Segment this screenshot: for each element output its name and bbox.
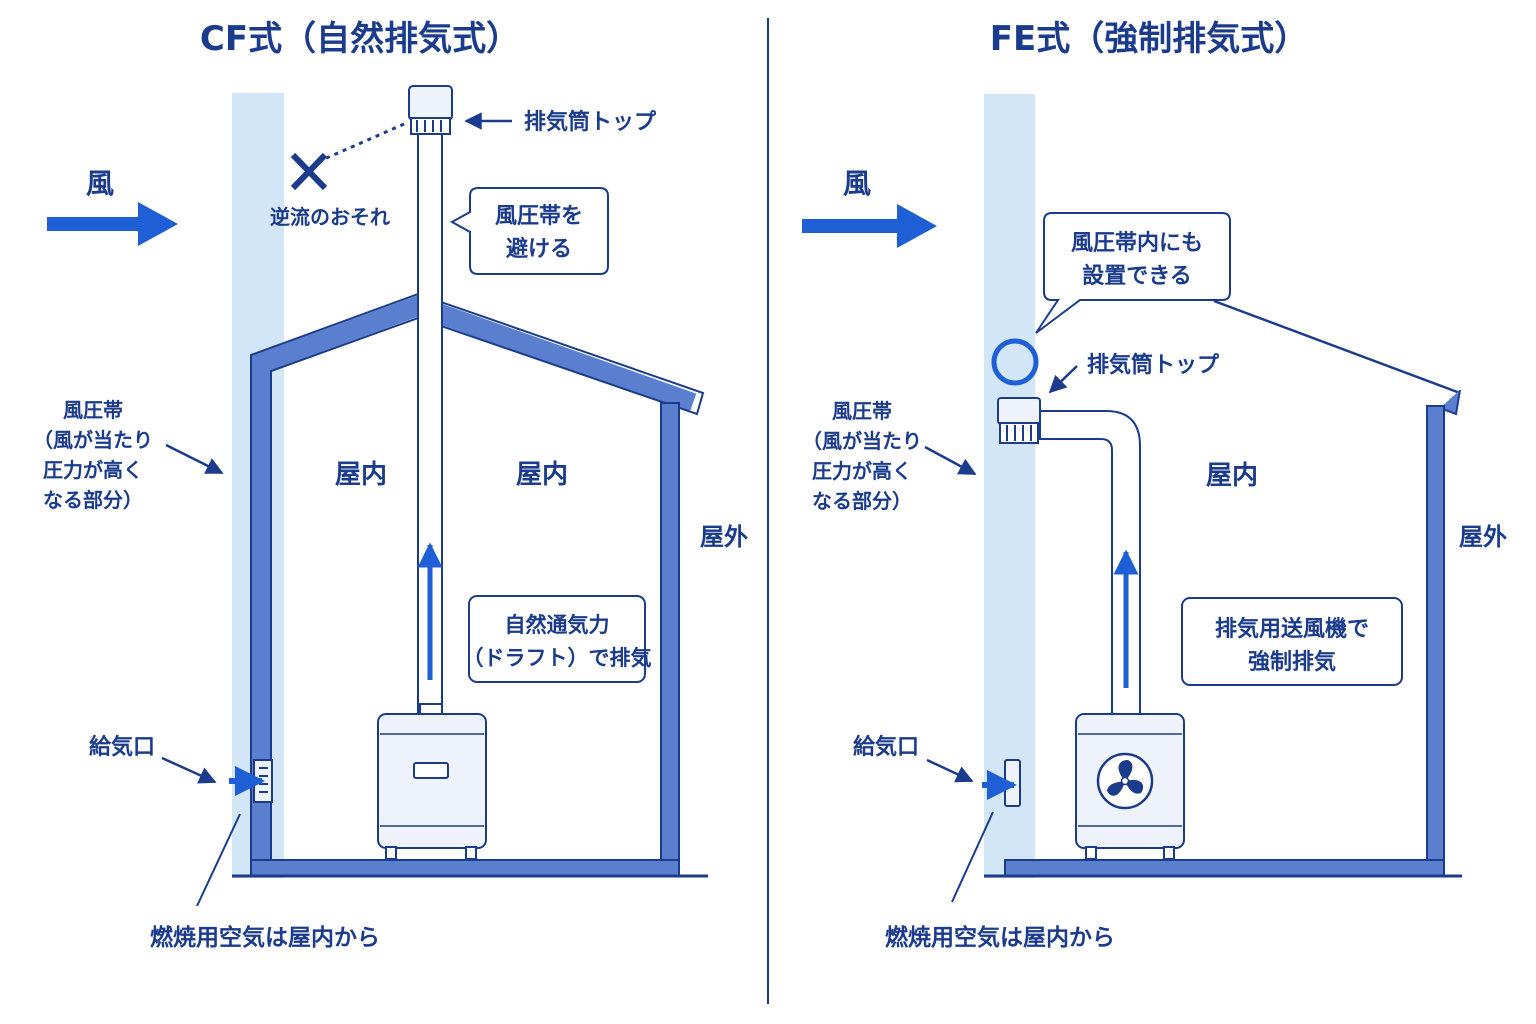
svg-text:風圧帯内にも: 風圧帯内にも	[1071, 230, 1203, 256]
cf-indoor-right-label: 屋内	[516, 460, 568, 490]
svg-text:風圧帯: 風圧帯	[63, 398, 123, 422]
cf-appliance-window	[413, 762, 449, 779]
fe-indoor-label: 屋内	[1206, 461, 1258, 491]
fe-combustion-air-label: 燃焼用空気は屋内から	[885, 924, 1115, 951]
cf-draft-box: 自然通気力 （ドラフト）で排気	[463, 595, 652, 683]
cf-bubble: 風圧帯を 避ける	[449, 187, 609, 275]
fe-combustion-air-pointer	[951, 811, 994, 903]
fe-roof-line	[1213, 299, 1461, 395]
fe-wind-arrow	[802, 204, 937, 248]
fe-fan-box: 排気用送風機で 強制排気	[1181, 597, 1403, 686]
cf-panel: CF式（自然排気式） 風 排気筒トップ	[33, 19, 748, 951]
svg-text:風圧帯を: 風圧帯を	[495, 203, 583, 229]
fe-wind-zone-note: 風圧帯 （風が当たり 圧力が高く なる部分）	[802, 399, 922, 513]
cf-backflow-x-icon	[290, 152, 328, 191]
cf-house-wall-outline	[250, 292, 705, 860]
svg-text:自然通気力: 自然通気力	[505, 613, 610, 637]
svg-text:（風が当たり: （風が当たり	[802, 429, 922, 453]
fe-exhaust-top-cap	[997, 397, 1041, 444]
fe-exhaust-top-label: 排気筒トップ	[1087, 352, 1220, 378]
svg-text:なる部分）: なる部分）	[43, 488, 143, 512]
svg-text:避ける: 避ける	[506, 236, 572, 262]
svg-text:圧力が高く: 圧力が高く	[43, 458, 143, 482]
cf-house-wall	[251, 295, 697, 860]
cf-exhaust-top-label: 排気筒トップ	[524, 109, 657, 135]
svg-text:（ドラフト）で排気: （ドラフト）で排気	[463, 646, 652, 670]
cf-wind-arrow	[47, 202, 178, 246]
cf-combustion-air-label: 燃焼用空気は屋内から	[150, 924, 380, 951]
fe-floor	[1004, 859, 1445, 877]
fe-air-inlet-label: 給気口	[853, 734, 919, 760]
fe-title: FE式（強制排気式）	[990, 19, 1308, 59]
cf-air-inlet-label: 給気口	[89, 734, 155, 760]
fe-right-wall	[1426, 405, 1445, 867]
svg-text:圧力が高く: 圧力が高く	[812, 459, 912, 483]
svg-text:風圧帯: 風圧帯	[832, 399, 892, 423]
fe-wind-zone	[984, 94, 1035, 878]
fe-exhaust-top-pointer	[1048, 365, 1078, 394]
fe-ok-circle-icon	[991, 338, 1039, 386]
cf-wind-zone-note: 風圧帯 （風が当たり 圧力が高く なる部分）	[33, 398, 153, 512]
cf-wind-zone-pointer	[165, 443, 224, 475]
fe-air-inlet-pointer	[926, 758, 974, 783]
fe-panel: FE式（強制排気式） 風 風圧帯内にも 設置できる 排気筒トップ	[802, 19, 1507, 951]
fan-icon	[1096, 752, 1154, 810]
cf-floor	[250, 859, 680, 877]
fe-wind-zone-pointer	[924, 445, 977, 476]
cf-title: CF式（自然排気式）	[200, 19, 520, 59]
svg-text:設置できる: 設置できる	[1082, 263, 1192, 289]
cf-outdoor-label: 屋外	[700, 523, 748, 551]
svg-text:なる部分）: なる部分）	[812, 489, 912, 513]
svg-text:（風が当たり: （風が当たり	[33, 428, 153, 452]
cf-indoor-left-label: 屋内	[335, 460, 387, 490]
cf-backflow-label: 逆流のおそれ	[270, 205, 390, 229]
cf-appliance	[377, 703, 487, 860]
cf-air-inlet-pointer	[161, 756, 217, 784]
fe-bubble: 風圧帯内にも 設置できる	[1035, 212, 1231, 334]
fe-outdoor-label: 屋外	[1459, 523, 1507, 551]
svg-text:強制排気: 強制排気	[1248, 649, 1336, 675]
cf-exhaust-top-cap	[408, 85, 453, 135]
cf-right-wall	[660, 402, 680, 869]
cf-combustion-air-pointer	[196, 813, 241, 907]
cf-backflow-dotted-line	[321, 122, 405, 162]
fe-wind-label: 風	[843, 167, 871, 200]
svg-text:排気用送風機で: 排気用送風機で	[1215, 616, 1369, 642]
cf-wind-label: 風	[86, 167, 114, 200]
fe-appliance	[1075, 713, 1185, 860]
